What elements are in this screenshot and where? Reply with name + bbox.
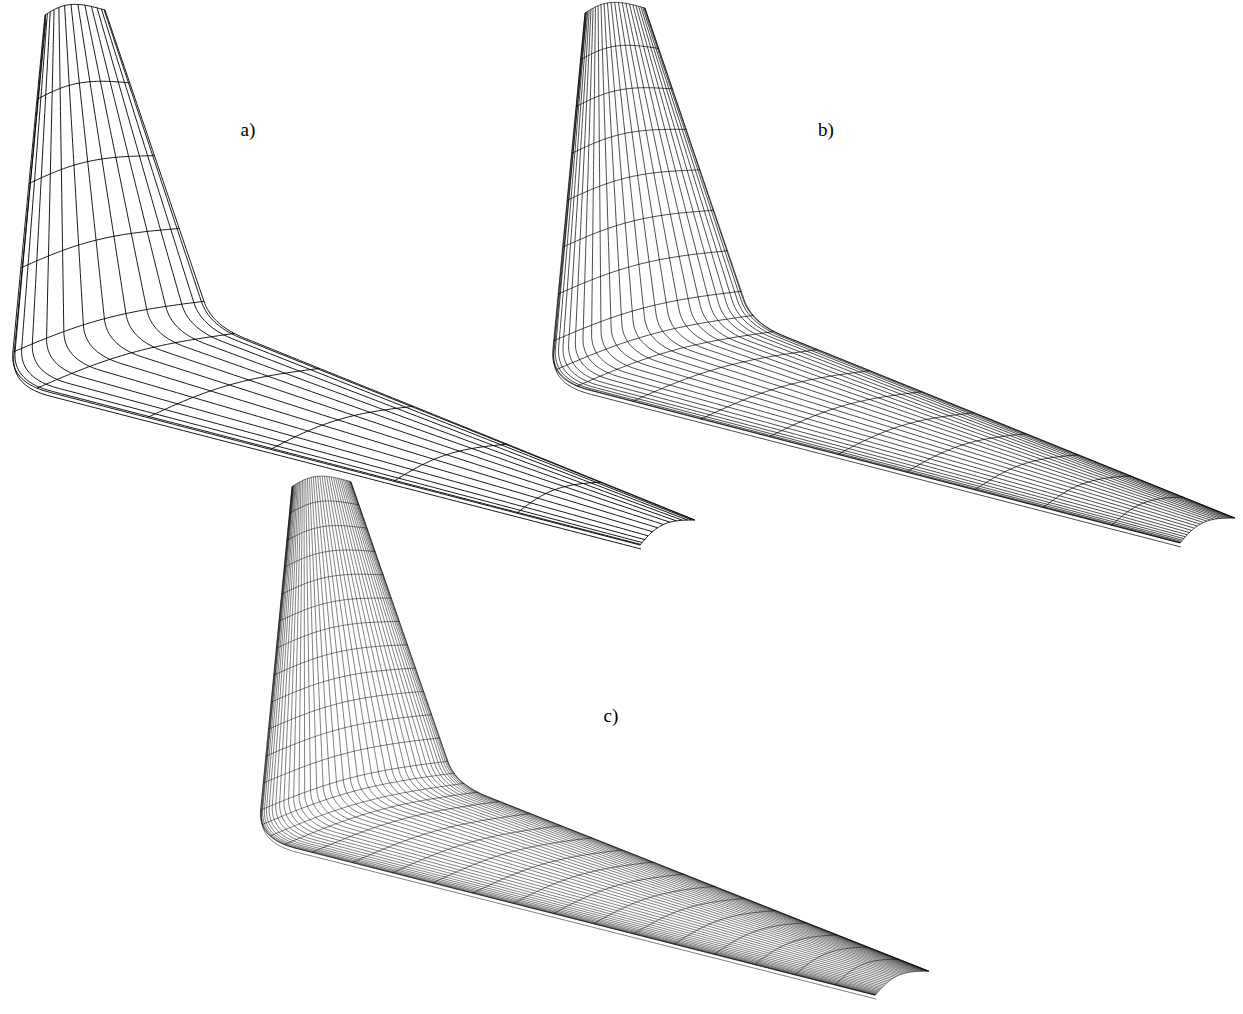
mesh-line xyxy=(289,482,882,988)
mesh-line xyxy=(644,8,1234,518)
mesh-line xyxy=(392,826,561,873)
mesh-line xyxy=(607,3,1200,524)
mesh-line xyxy=(581,45,659,60)
mesh-line xyxy=(32,12,644,540)
mesh-line xyxy=(147,368,319,417)
mesh-line xyxy=(633,5,1224,518)
mesh-line xyxy=(284,550,375,567)
mesh-line xyxy=(975,455,1079,490)
mesh-line xyxy=(37,81,130,99)
panel-label: b) xyxy=(816,119,836,142)
mesh-line xyxy=(105,10,695,520)
mesh-line xyxy=(320,476,900,974)
mesh-line xyxy=(284,792,477,844)
mesh-line xyxy=(304,480,886,984)
mesh-line xyxy=(352,814,530,863)
mesh-line xyxy=(13,301,204,352)
mesh-line xyxy=(563,210,714,247)
mesh-line xyxy=(634,898,745,934)
mesh-line xyxy=(350,481,928,971)
mesh-line xyxy=(598,6,1192,531)
mesh-line xyxy=(569,10,1184,538)
mesh-line xyxy=(294,481,883,986)
mesh-line xyxy=(611,3,1204,523)
mesh-line xyxy=(318,476,899,975)
mesh-line xyxy=(575,9,1185,536)
mesh-line xyxy=(347,481,925,972)
mesh-line xyxy=(309,478,890,980)
mesh-line xyxy=(329,477,909,973)
mesh-line xyxy=(639,6,1229,518)
mesh-line xyxy=(91,6,682,520)
mesh-line xyxy=(346,480,925,971)
mesh-line xyxy=(322,476,902,974)
mesh-line xyxy=(640,520,695,545)
mesh-line xyxy=(29,156,155,184)
mesh-line xyxy=(1180,518,1235,543)
mesh-line xyxy=(276,484,879,991)
mesh-line xyxy=(47,10,649,536)
mesh-line xyxy=(701,371,870,419)
wing-mesh xyxy=(13,4,695,549)
mesh-line xyxy=(263,738,440,783)
mesh-line xyxy=(553,13,1180,543)
mesh-line xyxy=(558,251,727,294)
mesh-line xyxy=(641,7,1231,518)
mesh-line xyxy=(284,483,881,989)
mesh-line xyxy=(583,8,1187,535)
mesh-line xyxy=(601,5,1194,529)
mesh-line xyxy=(21,228,179,267)
mesh-line xyxy=(311,477,892,978)
mesh-line xyxy=(341,479,920,971)
mesh-line xyxy=(37,333,234,388)
mesh-line xyxy=(324,476,904,973)
mesh-line xyxy=(630,4,1221,518)
mesh-line xyxy=(645,8,1235,518)
mesh-line xyxy=(22,14,643,543)
mesh-line xyxy=(604,4,1197,526)
mesh-line xyxy=(343,480,922,972)
wing-mesh xyxy=(553,2,1235,547)
mesh-line xyxy=(327,476,907,972)
mesh-line xyxy=(622,3,1214,519)
mesh-line xyxy=(59,7,653,531)
mesh-line xyxy=(553,13,1180,543)
mesh-line xyxy=(636,6,1227,519)
mesh-line xyxy=(351,482,929,972)
mesh-line xyxy=(307,478,889,981)
mesh-line xyxy=(340,479,919,972)
mesh-line xyxy=(71,5,664,525)
mesh-line xyxy=(14,19,641,549)
mesh-line xyxy=(264,486,876,994)
mesh-line xyxy=(333,477,912,971)
mesh-line xyxy=(101,9,691,520)
mesh-line xyxy=(315,477,896,977)
mesh-line xyxy=(261,486,875,995)
mesh-line xyxy=(299,480,884,985)
mesh-line xyxy=(349,481,927,971)
mesh-line xyxy=(645,8,1235,518)
mesh-line xyxy=(592,7,1190,533)
mesh-line xyxy=(104,10,694,520)
mesh-line xyxy=(280,483,880,990)
mesh-line xyxy=(266,485,876,993)
mesh-line xyxy=(351,481,929,971)
mesh-line xyxy=(331,477,911,972)
mesh-line xyxy=(261,490,876,999)
mesh-line xyxy=(338,478,917,971)
mesh-line xyxy=(433,838,592,883)
mesh-line xyxy=(626,3,1217,518)
mesh-line xyxy=(615,2,1207,521)
panel-label: c) xyxy=(602,705,621,728)
mesh-line xyxy=(351,482,929,972)
mesh-line xyxy=(577,331,774,386)
mesh-line xyxy=(15,15,641,545)
wing-mesh xyxy=(260,476,929,999)
mesh-line xyxy=(306,479,888,982)
mesh-line xyxy=(554,17,1181,547)
mesh-line xyxy=(554,291,741,341)
panel-label: a) xyxy=(239,119,258,142)
